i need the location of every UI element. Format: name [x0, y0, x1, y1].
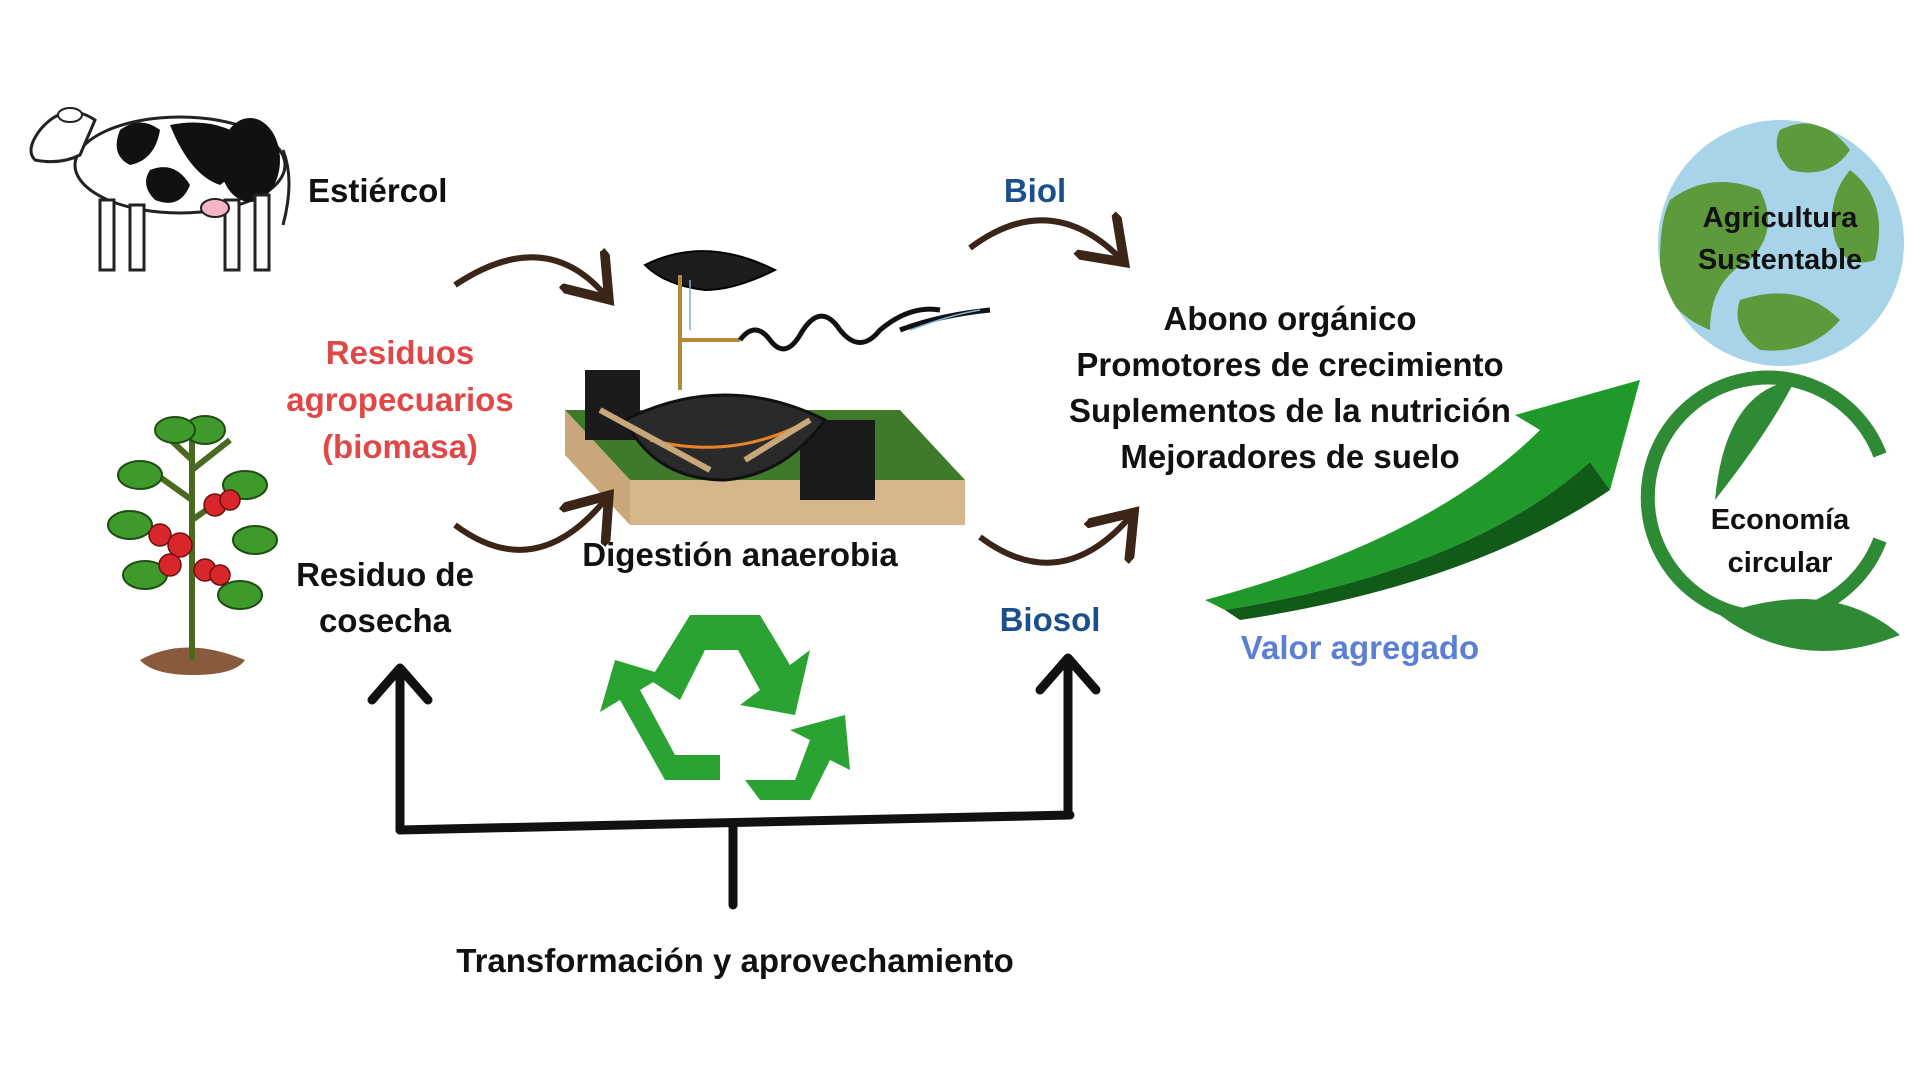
manure-label: Estiércol	[308, 172, 448, 209]
cow-icon	[29, 107, 291, 272]
feedback-bracket	[367, 653, 1101, 910]
circular-economy-icon	[1640, 370, 1900, 651]
use-item-1: Abono orgánico	[1163, 300, 1417, 337]
transformation-label: Transformación y aprovechamiento	[456, 942, 1014, 979]
digestion-label: Digestión anaerobia	[582, 536, 898, 573]
biol-label: Biol	[1003, 172, 1067, 209]
agriculture-label-line1: Agricultura	[1702, 202, 1858, 234]
use-item-3: Suplementos de la nutrición	[1069, 392, 1511, 429]
value-added-label: Valor agregado	[1240, 629, 1480, 666]
arrow-to-biol-products	[968, 220, 1120, 258]
use-item-2: Promotores de crecimiento	[1076, 346, 1504, 383]
agriculture-label-line2: Sustentable	[1697, 244, 1863, 276]
agri-waste-label-line1: Residuos	[325, 334, 475, 371]
globe-icon	[1656, 118, 1906, 368]
biodigester-illustration	[565, 250, 991, 525]
economy-label-line1: Economía	[1710, 504, 1850, 536]
agri-waste-label-line3: (biomasa)	[322, 428, 478, 465]
value-added-arrow	[1205, 380, 1640, 620]
recycle-icon	[600, 615, 850, 800]
arrow-manure-to-digester	[453, 257, 605, 295]
use-item-4: Mejoradores de suelo	[1120, 438, 1460, 475]
economy-label-line2: circular	[1727, 547, 1833, 579]
arrow-harvest-to-digester	[453, 500, 605, 553]
tomato-plant-icon	[107, 415, 278, 675]
agri-waste-label-line2: agropecuarios	[286, 381, 514, 418]
harvest-residue-label-line2: cosecha	[318, 602, 452, 639]
arrow-biosol-to-products	[978, 517, 1130, 566]
biosol-label: Biosol	[999, 601, 1101, 638]
harvest-residue-label-line1: Residuo de	[296, 556, 474, 593]
